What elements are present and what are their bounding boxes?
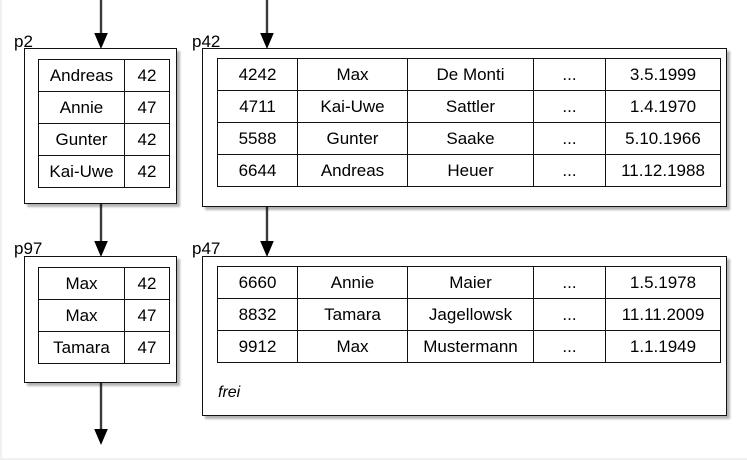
arrow-into-p47 [260,202,274,257]
table-row[interactable]: Annie 47 [38,91,170,124]
index-pointer-cell: 42 [124,267,170,300]
arrow-p2-to-p97 [94,200,108,257]
index-pointer-cell: 42 [124,123,170,156]
date-cell: 11.11.2009 [605,298,721,331]
index-key-cell: Max [38,267,125,300]
ellipsis-cell: ... [533,266,606,299]
ellipsis-cell: ... [533,154,606,187]
page-box-p97[interactable]: Max 42 Max 47 Tamara 47 [24,256,177,383]
index-key-cell: Tamara [38,331,125,364]
record-id-cell: 6644 [217,154,298,187]
date-cell: 5.10.1966 [605,122,721,155]
record-id-cell: 6660 [217,266,298,299]
first-name-cell: Tamara [297,298,408,331]
record-id-cell: 4711 [217,90,298,123]
ellipsis-cell: ... [533,122,606,155]
page-label-p42: p42 [192,32,221,51]
date-cell: 3.5.1999 [605,58,721,91]
index-pointer-cell: 47 [124,299,170,332]
last-name-cell: Jagellowsk [407,298,534,331]
index-pointer-cell: 42 [124,155,170,188]
index-pointer-cell: 47 [124,91,170,124]
date-cell: 1.5.1978 [605,266,721,299]
ellipsis-cell: ... [533,330,606,363]
table-row[interactable]: Max 42 [38,267,170,300]
last-name-cell: Saake [407,122,534,155]
last-name-cell: Sattler [407,90,534,123]
table-row[interactable]: 4242 Max De Monti ... 3.5.1999 [217,58,721,91]
record-id-cell: 4242 [217,58,298,91]
table-row[interactable]: Andreas 42 [38,59,170,92]
index-key-cell: Gunter [38,123,125,156]
index-key-cell: Annie [38,91,125,124]
last-name-cell: Heuer [407,154,534,187]
first-name-cell: Annie [297,266,408,299]
record-id-cell: 8832 [217,298,298,331]
date-cell: 1.1.1949 [605,330,721,363]
table-row[interactable]: 5588 Gunter Saake ... 5.10.1966 [217,122,721,155]
table-row[interactable]: 8832 Tamara Jagellowsk ... 11.11.2009 [217,298,721,331]
index-key-cell: Andreas [38,59,125,92]
date-cell: 11.12.1988 [605,154,721,187]
page-label-p97: p97 [14,239,43,258]
ellipsis-cell: ... [533,298,606,331]
arrow-into-p2 [94,0,108,49]
table-row[interactable]: Tamara 47 [38,331,170,364]
ellipsis-cell: ... [533,90,606,123]
index-pointer-cell: 42 [124,59,170,92]
free-space-label: frei [218,384,241,401]
table-row[interactable]: 9912 Max Mustermann ... 1.1.1949 [217,330,721,363]
index-pointer-cell: 47 [124,331,170,364]
arrow-out-of-p97 [94,382,108,445]
data-table-p42: 4242 Max De Monti ... 3.5.1999 4711 Kai-… [217,58,721,187]
arrow-into-p42 [260,0,274,49]
index-table-p2: Andreas 42 Annie 47 Gunter 42 Kai-Uwe 42 [38,59,170,188]
page-box-p42[interactable]: 4242 Max De Monti ... 3.5.1999 4711 Kai-… [202,48,727,207]
data-table-p47: 6660 Annie Maier ... 1.5.1978 8832 Tamar… [217,266,721,363]
page-box-p47[interactable]: 6660 Annie Maier ... 1.5.1978 8832 Tamar… [202,256,727,416]
page-box-p2[interactable]: Andreas 42 Annie 47 Gunter 42 Kai-Uwe 42 [24,48,177,204]
first-name-cell: Gunter [297,122,408,155]
last-name-cell: Maier [407,266,534,299]
last-name-cell: Mustermann [407,330,534,363]
first-name-cell: Andreas [297,154,408,187]
table-row[interactable]: 6644 Andreas Heuer ... 11.12.1988 [217,154,721,187]
record-id-cell: 9912 [217,330,298,363]
ellipsis-cell: ... [533,58,606,91]
first-name-cell: Kai-Uwe [297,90,408,123]
table-row[interactable]: 6660 Annie Maier ... 1.5.1978 [217,266,721,299]
table-row[interactable]: Max 47 [38,299,170,332]
table-row[interactable]: Gunter 42 [38,123,170,156]
record-id-cell: 5588 [217,122,298,155]
index-key-cell: Kai-Uwe [38,155,125,188]
page-label-p2: p2 [14,32,33,51]
date-cell: 1.4.1970 [605,90,721,123]
page-label-p47: p47 [192,239,221,258]
index-key-cell: Max [38,299,125,332]
table-row[interactable]: Kai-Uwe 42 [38,155,170,188]
first-name-cell: Max [297,330,408,363]
last-name-cell: De Monti [407,58,534,91]
first-name-cell: Max [297,58,408,91]
index-table-p97: Max 42 Max 47 Tamara 47 [38,267,170,364]
table-row[interactable]: 4711 Kai-Uwe Sattler ... 1.4.1970 [217,90,721,123]
